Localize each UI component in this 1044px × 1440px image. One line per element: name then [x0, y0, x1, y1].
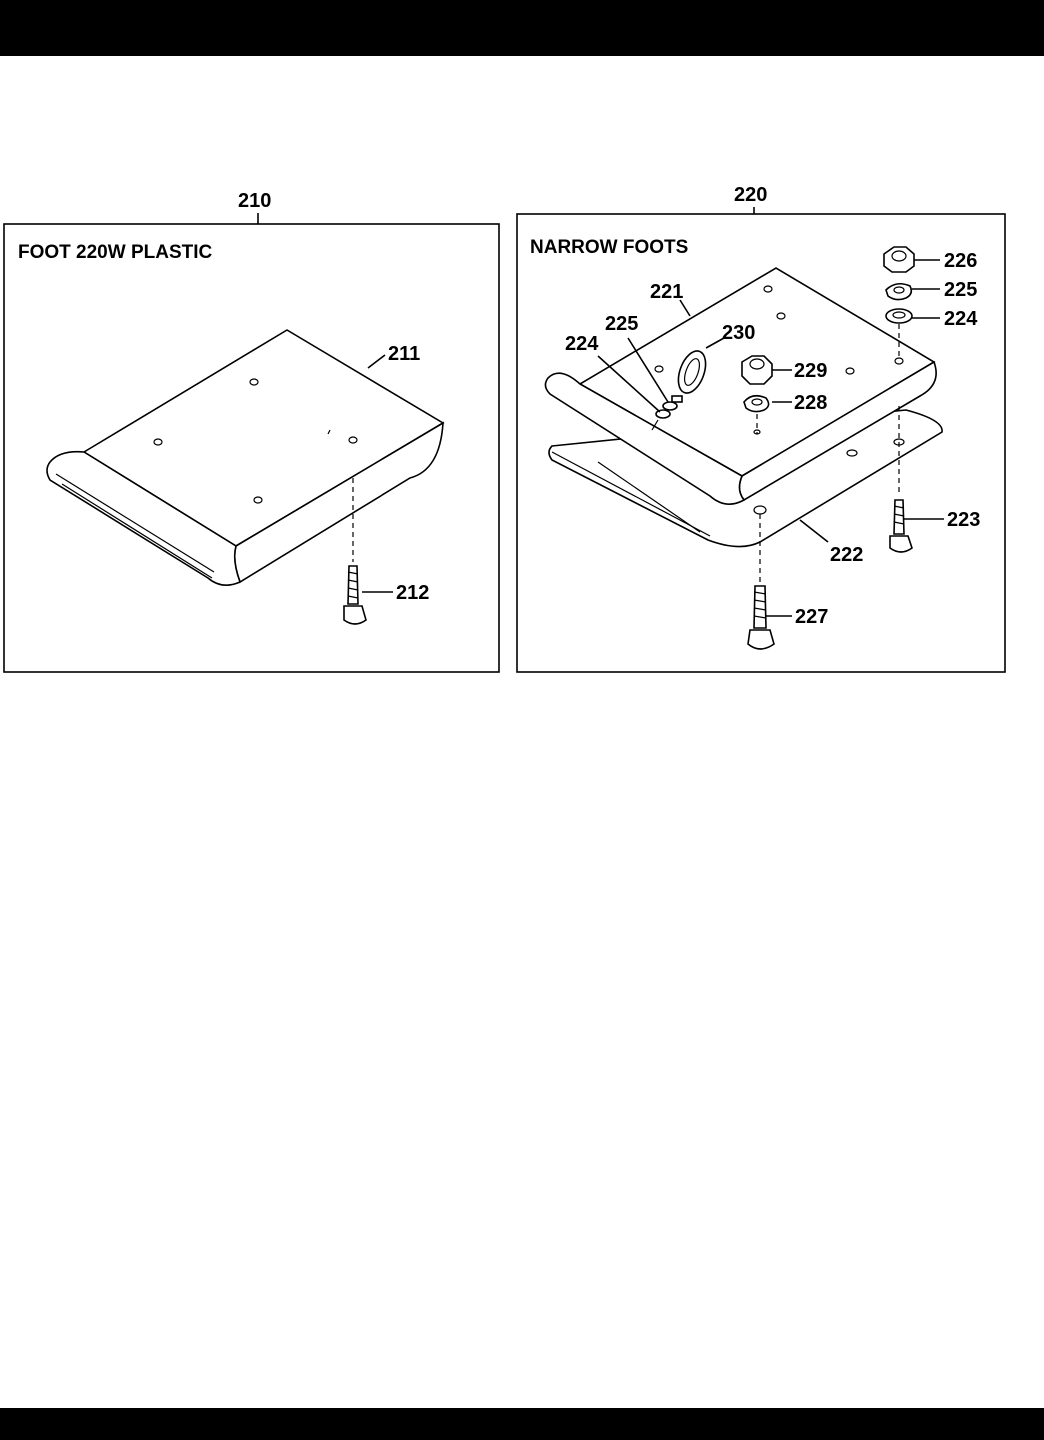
callout-230: 230	[722, 322, 755, 344]
washer-225-small	[662, 401, 678, 411]
callout-212: 212	[396, 582, 429, 604]
panel-220: 220 NARROW FOOTS 222 221	[516, 184, 1006, 673]
callout-228: 229	[794, 360, 827, 382]
washer-225	[885, 282, 913, 301]
panel-title-220: NARROW FOOTS	[530, 237, 688, 258]
callout-224: 224	[944, 308, 978, 330]
screw-212	[343, 565, 367, 625]
callout-229: 228	[794, 392, 827, 414]
callout-225: 225	[944, 279, 977, 301]
nut-228	[741, 355, 773, 385]
callout-221: 221	[650, 281, 683, 303]
washer-224	[885, 308, 913, 324]
panel-frame	[516, 213, 1006, 673]
washer-229	[743, 394, 770, 413]
panel-title-210: FOOT 220W PLASTIC	[18, 242, 213, 263]
panel-number-210: 210	[238, 190, 271, 212]
callout-226: 226	[944, 250, 977, 272]
panel-frame	[3, 223, 500, 673]
callout-223: 223	[947, 509, 980, 531]
bottom-black-bar	[0, 1408, 1044, 1440]
callout-225-left: 225	[605, 313, 638, 335]
foot-plate-211	[46, 329, 445, 586]
screw-223	[889, 499, 913, 553]
screw-227	[747, 585, 775, 650]
callout-222: 222	[830, 544, 863, 566]
ring-bolt-230	[671, 350, 707, 403]
nut-226	[883, 246, 915, 273]
callout-227: 227	[795, 606, 828, 628]
panel-210: 210 FOOT 220W PLASTIC 211 212	[3, 190, 500, 673]
callout-211: 211	[388, 343, 420, 365]
callout-224-left: 224	[565, 333, 599, 355]
panel-number-220: 220	[734, 184, 767, 206]
top-black-bar	[0, 0, 1044, 56]
